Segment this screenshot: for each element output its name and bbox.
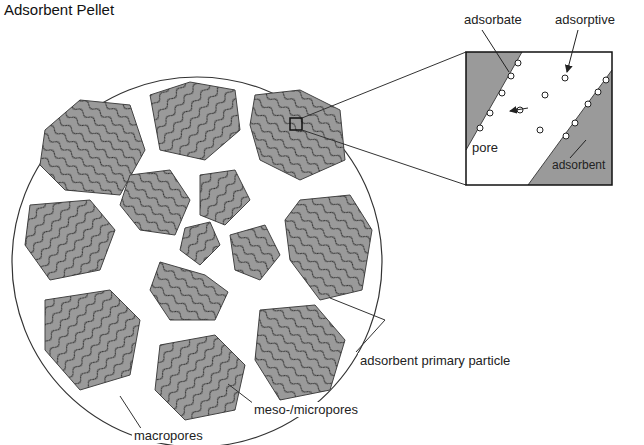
- primary-particle: [250, 90, 345, 180]
- pore-texture: [200, 170, 250, 225]
- primary-particle: [25, 200, 115, 280]
- primary-particle: [150, 262, 228, 320]
- pore-texture: [25, 200, 115, 280]
- pore-texture: [285, 195, 372, 300]
- part-label: meso-/micropores: [252, 402, 360, 417]
- part-label: adsorbent primary particle: [358, 353, 512, 368]
- pore-texture: [45, 290, 140, 390]
- primary-particle: [45, 290, 140, 390]
- diagram-title: Adsorbent Pellet: [4, 2, 114, 17]
- part-label: adsorptive: [553, 12, 617, 27]
- pore-texture: [255, 305, 345, 400]
- pore-texture: [155, 335, 245, 420]
- part-label: adsorbent: [552, 158, 605, 173]
- pore-texture: [230, 225, 280, 280]
- part-label: adsorbate: [462, 12, 524, 27]
- pore-texture: [150, 82, 240, 160]
- primary-particle: [230, 225, 280, 280]
- part-label: macropores: [132, 428, 205, 443]
- primary-particle: [155, 335, 245, 420]
- pore-texture: [180, 222, 220, 265]
- pore-texture: [120, 170, 190, 235]
- primary-particle: [255, 305, 345, 400]
- part-label: pore: [472, 140, 498, 155]
- primary-particle: [285, 195, 372, 300]
- primary-particle: [150, 82, 240, 160]
- primary-particle: [180, 222, 220, 265]
- pore-texture: [250, 90, 345, 180]
- pore-texture: [150, 262, 228, 320]
- primary-particle: [200, 170, 250, 225]
- primary-particle: [120, 170, 190, 235]
